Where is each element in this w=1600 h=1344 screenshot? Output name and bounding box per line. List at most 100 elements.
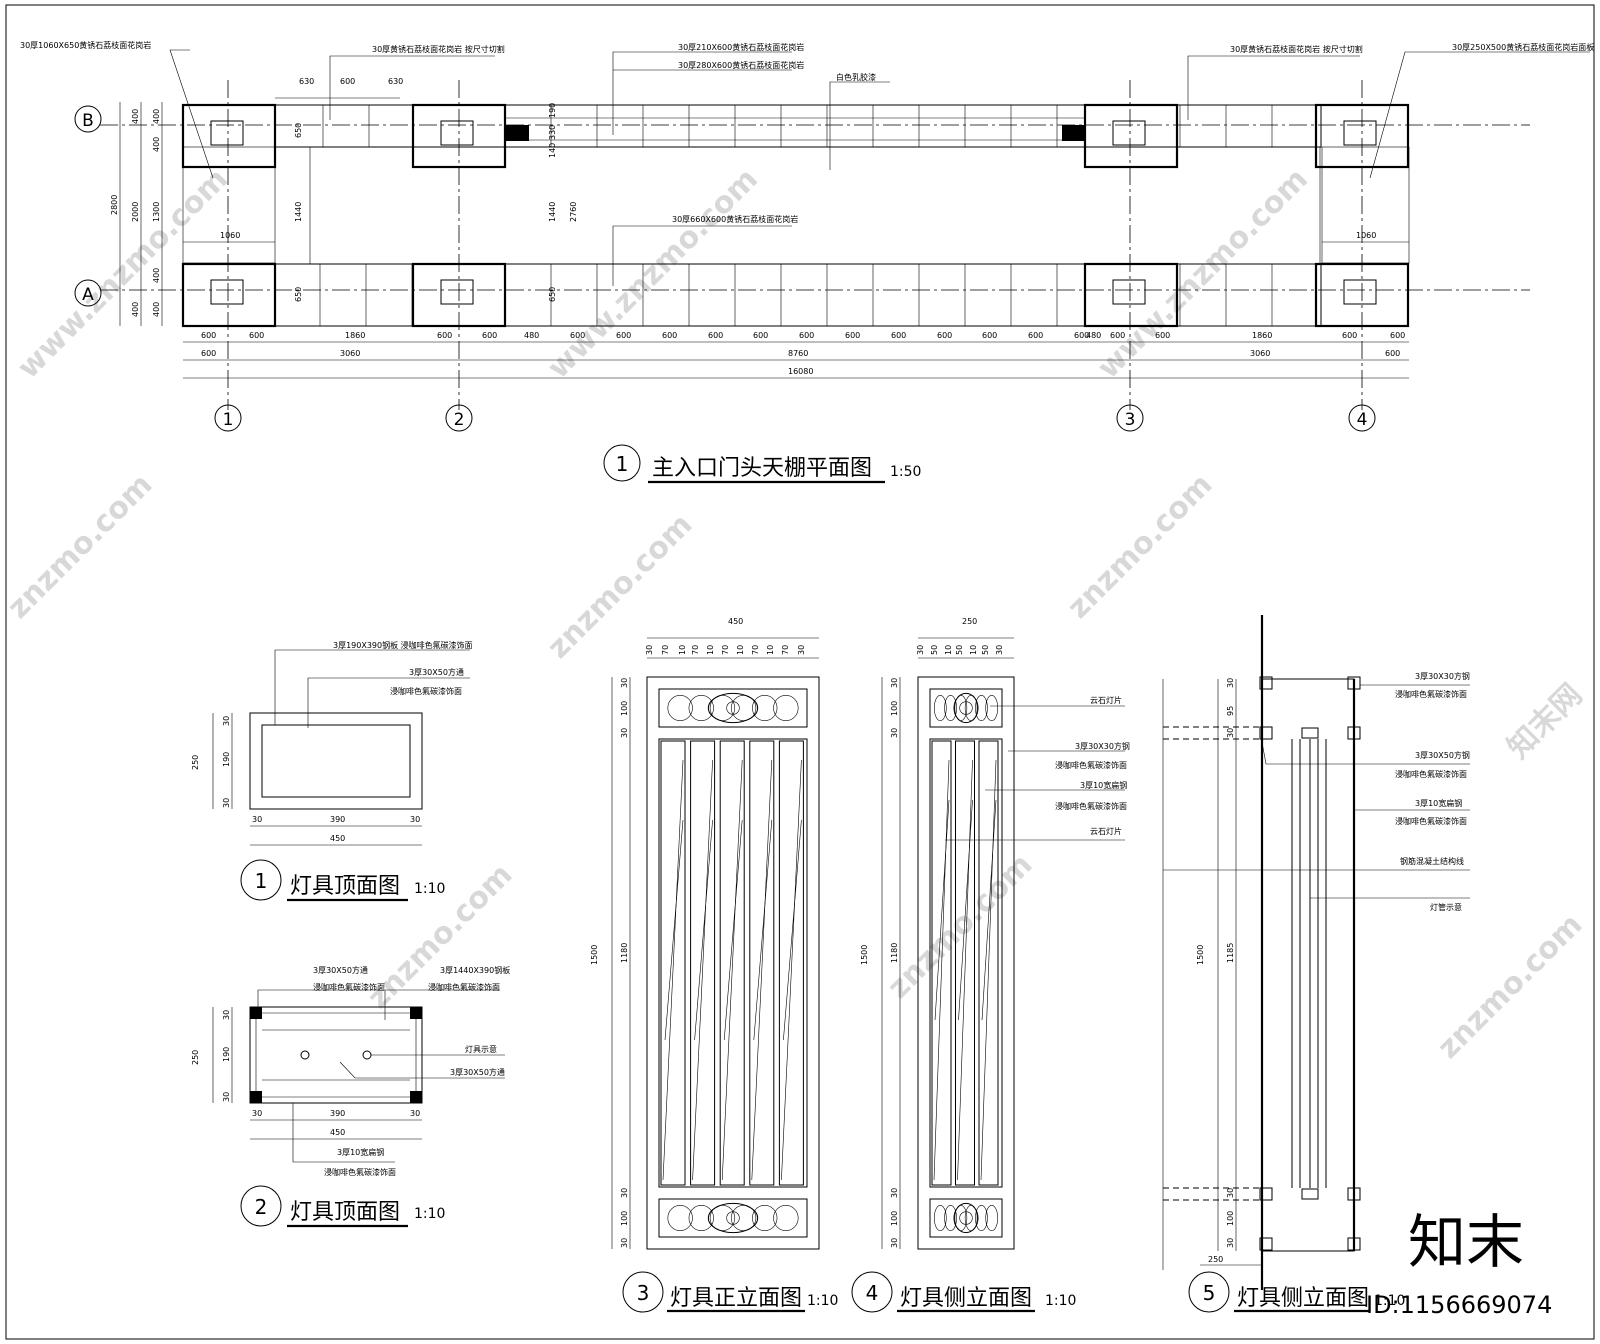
d5-title: 灯具侧立面图 <box>1237 1286 1369 1311</box>
dim: 70 <box>751 645 760 655</box>
dim: 30 <box>222 1092 231 1102</box>
ornament-curl <box>709 1205 736 1231</box>
dim: 630 <box>299 77 314 86</box>
dim: 30 <box>222 1010 231 1020</box>
d2-title-number: 2 <box>255 1195 268 1219</box>
dim: 600 <box>340 77 355 86</box>
dim: 50 <box>981 645 990 655</box>
d1-note-3: 浸咖啡色氟碳漆饰面 <box>390 686 462 696</box>
dim: 1500 <box>590 945 599 965</box>
dim: 8760 <box>788 349 808 358</box>
dim: 450 <box>728 617 743 626</box>
dim: 70 <box>691 645 700 655</box>
dim: 30 <box>995 645 1004 655</box>
dim: 390 <box>330 1109 345 1118</box>
glass-hatch <box>933 759 950 1181</box>
dim: 50 <box>930 645 939 655</box>
dim: 2760 <box>569 202 578 222</box>
column-core <box>1343 120 1377 146</box>
d5-note-2: 浸咖啡色氟碳漆饰面 <box>1395 689 1467 699</box>
dim: 1180 <box>620 943 629 963</box>
ornament-curl <box>985 1205 999 1231</box>
plan-note-4: 30厚280X600黄锈石荔枝面花岗岩 <box>678 60 804 70</box>
ornament-curl <box>933 695 947 721</box>
d3-title: 灯具正立面图 <box>670 1286 802 1311</box>
dim: 600 <box>937 331 952 340</box>
dim: 1860 <box>345 331 365 340</box>
dim: 330 <box>548 125 557 140</box>
dim: 600 <box>891 331 906 340</box>
dim: 10 <box>736 645 745 655</box>
lamp-piece <box>505 125 529 141</box>
glass-panel <box>660 740 686 1186</box>
d4-title-number: 4 <box>866 1281 879 1305</box>
dim: 30 <box>916 645 925 655</box>
dim: 1500 <box>860 945 869 965</box>
glass-hatch <box>751 759 773 1181</box>
d2-note-3: 3厚1440X390钢板 <box>440 965 510 975</box>
dim: 30 <box>620 678 629 688</box>
d2-note-6: 3厚30X50方通 <box>450 1067 505 1077</box>
column-outline <box>181 262 277 328</box>
ornament-curl <box>688 1205 714 1231</box>
ornament-core <box>726 701 740 715</box>
glass-hatch <box>781 759 802 1181</box>
dim: 30 <box>222 716 231 726</box>
d1-title: 灯具顶面图 <box>290 874 400 899</box>
ornament-curl <box>975 695 988 721</box>
d3-title-number: 3 <box>637 1281 650 1305</box>
glass-hatch <box>980 759 997 1181</box>
ornament-center <box>953 1202 979 1234</box>
d4-title: 灯具侧立面图 <box>900 1286 1032 1311</box>
d4-scale: 1:10 <box>1045 1293 1076 1309</box>
d5-note-6: 浸咖啡色氟碳漆饰面 <box>1395 816 1467 826</box>
plan-note-6: 30厚黄锈石荔枝面花岗岩 按尺寸切割 <box>1230 44 1363 54</box>
dim: 450 <box>330 1128 345 1137</box>
d2-note-5: 灯具示意 <box>465 1044 497 1054</box>
d5-note-1: 3厚30X30方钢 <box>1415 671 1470 681</box>
ornament-curl <box>985 695 999 721</box>
dim: 2800 <box>110 195 119 215</box>
dim: 400 <box>152 302 161 317</box>
dim: 250 <box>962 617 977 626</box>
lamp-piece <box>1062 125 1086 141</box>
glass-hatch <box>721 759 743 1181</box>
d1-scale: 1:10 <box>414 881 445 897</box>
d4-note-4: 3厚10宽扁钢 <box>1080 780 1127 790</box>
d5-scale: 1:10 <box>1374 1293 1405 1309</box>
dim: 10 <box>944 645 953 655</box>
dim: 450 <box>330 834 345 843</box>
glass-panel <box>719 740 745 1186</box>
d1-title-number: 1 <box>255 869 268 893</box>
dim: 400 <box>131 109 140 124</box>
dim: 600 <box>1074 331 1089 340</box>
dim: 30 <box>252 1109 262 1118</box>
watermark-logo: 知末 <box>1408 1208 1524 1276</box>
dim: 30 <box>890 1188 899 1198</box>
dim: 250 <box>191 1050 200 1065</box>
dim: 400 <box>152 109 161 124</box>
glass-panel <box>955 740 975 1186</box>
dim: 70 <box>721 645 730 655</box>
dim: 30 <box>620 1238 629 1248</box>
dim: 140 <box>548 143 557 158</box>
dim: 30 <box>222 798 231 808</box>
d4-note-5: 浸咖啡色氟碳漆饰面 <box>1055 801 1127 811</box>
dim: 600 <box>437 331 452 340</box>
d4-note-2: 3厚30X30方钢 <box>1075 741 1130 751</box>
dim: 480 <box>1086 331 1101 340</box>
dim: 10 <box>766 645 775 655</box>
glass-hatch <box>783 819 802 1041</box>
dim: 30 <box>890 1238 899 1248</box>
dim: 1300 <box>152 202 161 222</box>
dim: 30 <box>645 645 654 655</box>
glass-hatch <box>692 759 713 1181</box>
dim: 600 <box>708 331 723 340</box>
dim: 650 <box>294 123 303 138</box>
ornament-core <box>726 1211 740 1225</box>
dim: 650 <box>294 287 303 302</box>
column-core <box>1112 279 1146 305</box>
d2-note-7: 3厚10宽扁钢 <box>337 1147 384 1157</box>
